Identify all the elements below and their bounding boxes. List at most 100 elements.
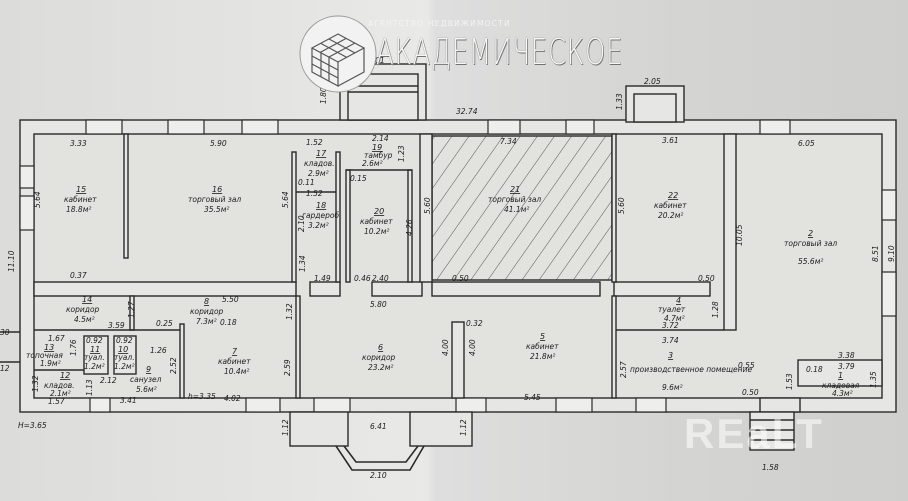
svg-text:коридор: коридор xyxy=(66,305,100,314)
dim: 8.51 xyxy=(871,245,880,262)
svg-text:гардероб: гардероб xyxy=(302,211,339,220)
dim: 3.72 xyxy=(662,321,679,330)
svg-text:туал.: туал. xyxy=(84,353,105,362)
svg-text:9: 9 xyxy=(146,365,151,374)
dim: 1.33 xyxy=(615,93,624,110)
svg-text:кладов.: кладов. xyxy=(304,159,335,168)
svg-text:19: 19 xyxy=(372,143,382,152)
height-mark: H=3.65 xyxy=(18,421,47,430)
dim: 7.34 xyxy=(500,137,517,146)
dim: 10.05 xyxy=(735,224,744,246)
svg-text:торговый зал: торговый зал xyxy=(784,239,837,248)
svg-text:коридор: коридор xyxy=(362,353,396,362)
dim: 9.10 xyxy=(887,245,896,262)
dim: 5.45 xyxy=(524,393,541,402)
dim: 2.05 xyxy=(644,77,661,86)
dim: 1.52 xyxy=(306,189,323,198)
south-entrance xyxy=(289,411,473,471)
dim: 1.28 xyxy=(711,301,720,318)
dim: 2.52 xyxy=(169,357,178,374)
dim: 1.32 xyxy=(31,375,40,392)
dim: 1.13 xyxy=(85,379,94,396)
dim: 5.60 xyxy=(617,197,626,214)
dim: 3.41 xyxy=(120,396,137,405)
windows-top xyxy=(85,119,791,135)
svg-text:кабинет: кабинет xyxy=(218,357,251,366)
dim: 0.18 xyxy=(806,365,823,374)
dim: 32.74 xyxy=(456,107,478,116)
interior-walls xyxy=(33,133,883,413)
dim: 5.64 xyxy=(33,191,42,208)
room-9: 9 санузел 5.6м² xyxy=(130,365,162,394)
svg-text:55.6м²: 55.6м² xyxy=(798,257,823,266)
dim: 0.46 xyxy=(354,274,371,283)
svg-text:кладов.: кладов. xyxy=(44,381,75,390)
room-3: 3 производственное помещение 9.6м² xyxy=(630,351,752,392)
svg-text:7: 7 xyxy=(232,347,238,356)
svg-text:14: 14 xyxy=(82,295,92,304)
svg-text:туалет: туалет xyxy=(658,305,686,314)
svg-text:4.5м²: 4.5м² xyxy=(74,315,95,324)
dimension-labels: 3.33 5.90 5.64 5.64 11.10 0.37 1.52 1.52… xyxy=(0,56,896,480)
dim: 1.80 xyxy=(319,87,328,104)
dim: 3.38 xyxy=(838,351,855,360)
svg-text:4.3м²: 4.3м² xyxy=(832,389,853,398)
dim: 6.41 xyxy=(370,422,387,431)
room-16: 16 торговый зал 35.5м² xyxy=(188,185,241,214)
svg-text:22: 22 xyxy=(668,191,678,200)
svg-text:8: 8 xyxy=(204,297,209,306)
svg-text:4.7м²: 4.7м² xyxy=(664,314,685,323)
agency-name: АКАДЕМИЧЕСКОЕ xyxy=(376,32,624,73)
svg-text:10: 10 xyxy=(118,345,128,354)
dim: 5.90 xyxy=(210,139,227,148)
agency-subtitle: АГЕНТСТВО НЕДВИЖИМОСТИ xyxy=(368,19,511,28)
room-labels: 15 кабинет 18.8м² 16 торговый зал 35.5м²… xyxy=(26,143,860,398)
dim: 0.55 xyxy=(738,361,755,370)
dim: 5.80 xyxy=(370,300,387,309)
dim: 4.00 xyxy=(468,339,477,356)
dim: 2.59 xyxy=(283,359,292,376)
dim: 3.33 xyxy=(70,139,87,148)
svg-text:санузел: санузел xyxy=(130,375,162,384)
dim: 3.59 xyxy=(108,321,125,330)
dim: 1.67 xyxy=(48,334,65,343)
svg-text:10.4м²: 10.4м² xyxy=(224,367,249,376)
room-11: 11 туал. 1.2м² xyxy=(84,345,105,371)
dim: 4.00 xyxy=(441,339,450,356)
dim: 0.11 xyxy=(298,178,315,187)
svg-text:2.9м²: 2.9м² xyxy=(308,169,329,178)
dim: 1.76 xyxy=(69,339,78,356)
dim: 0.50 xyxy=(452,274,469,283)
dim: 0.32 xyxy=(466,319,483,328)
svg-text:3.2м²: 3.2м² xyxy=(308,221,329,230)
svg-text:2.1м²: 2.1м² xyxy=(50,389,71,398)
room-6: 6 коридор 23.2м² xyxy=(362,343,396,372)
room-22: 22 кабинет 20.2м² xyxy=(654,191,687,220)
dim: 1.27 xyxy=(127,301,136,318)
dim: 5.64 xyxy=(281,191,290,208)
dim: 3.79 xyxy=(838,362,855,371)
svg-text:4: 4 xyxy=(676,296,681,305)
dim: 2.57 xyxy=(619,361,628,378)
svg-text:кабинет: кабинет xyxy=(526,342,559,351)
dim: 2.10 xyxy=(297,215,306,232)
south-east-steps xyxy=(749,411,795,451)
dim: 0.50 xyxy=(698,274,715,283)
svg-text:5: 5 xyxy=(540,332,545,341)
svg-text:производственное помещение: производственное помещение xyxy=(630,365,752,374)
dim: 0.18 xyxy=(220,318,237,327)
dim: 0.25 xyxy=(156,319,173,328)
svg-text:торговый зал: торговый зал xyxy=(188,195,241,204)
dim: 1.35 xyxy=(869,371,878,388)
room-14: 14 коридор 4.5м² xyxy=(66,295,100,324)
svg-text:17: 17 xyxy=(316,149,327,158)
dim: 1.57 xyxy=(48,397,65,406)
svg-text:23.2м²: 23.2м² xyxy=(368,363,393,372)
realt-watermark: REaLT xyxy=(684,410,824,457)
dim: 1.49 xyxy=(314,274,331,283)
svg-text:10.2м²: 10.2м² xyxy=(364,227,389,236)
dim: 0.15 xyxy=(350,174,367,183)
room-21-hatch xyxy=(431,135,613,281)
